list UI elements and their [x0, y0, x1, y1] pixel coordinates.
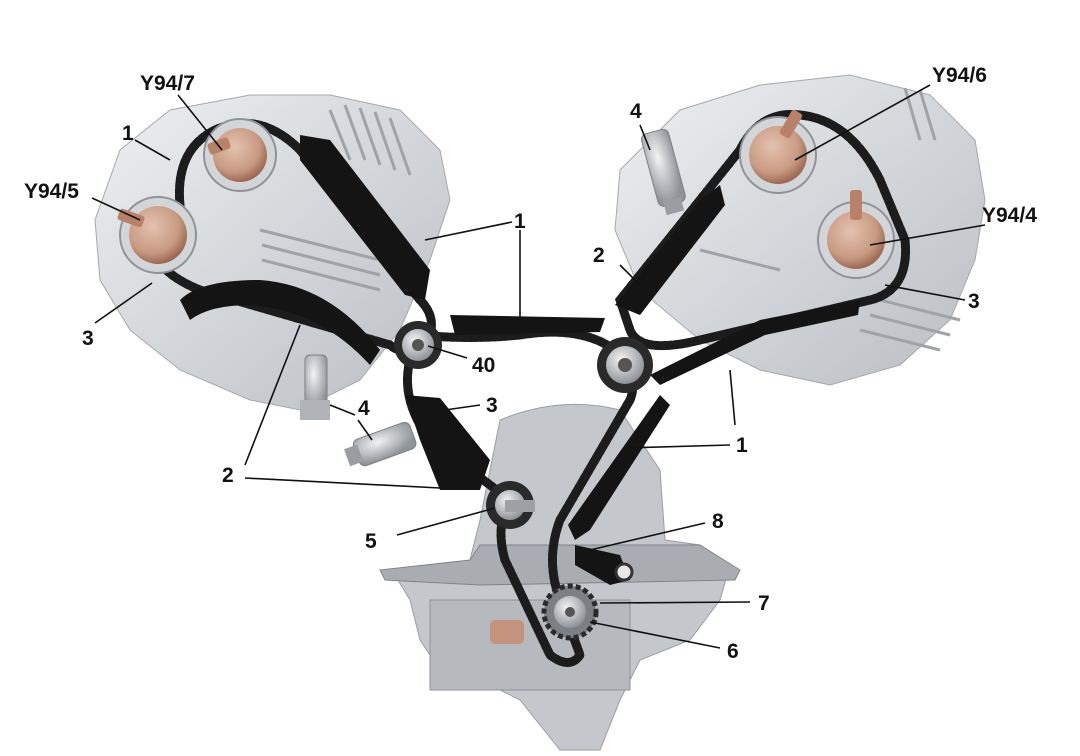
leader-lines — [91, 84, 986, 649]
label-4-top: 4 — [630, 100, 642, 123]
label-2-right: 2 — [593, 244, 605, 267]
label-8: 8 — [712, 510, 724, 533]
left-head-fins — [259, 104, 412, 292]
label-1-right: 1 — [736, 434, 748, 457]
label-3-right: 3 — [968, 290, 980, 313]
label-y94-5: Y94/5 — [24, 180, 79, 203]
guide-rail-left-upper — [300, 135, 430, 300]
crankshaft-sprocket — [486, 481, 535, 529]
idler-sprocket-left — [394, 321, 442, 369]
label-1-top-left: 1 — [122, 122, 134, 145]
guide-rail-right-lower — [650, 300, 860, 385]
tensioner-rail-right-upper — [615, 185, 725, 315]
tensioner-left-lower — [343, 421, 417, 467]
sprockets — [394, 321, 653, 641]
right-cylinder-head — [614, 74, 986, 386]
label-6: 6 — [727, 640, 739, 663]
oil-pan-flange — [379, 544, 741, 586]
adjuster-y94-4 — [817, 190, 895, 279]
label-y94-4: Y94/4 — [982, 204, 1037, 227]
label-1-center: 1 — [514, 210, 526, 233]
callout-labels: Y94/7 1 Y94/5 3 1 40 3 2 4 4 2 Y94/6 Y94… — [24, 64, 1037, 663]
label-7: 7 — [758, 592, 770, 615]
chain-tensioner-roller — [614, 562, 634, 582]
label-5: 5 — [365, 530, 377, 553]
chain-right-bank — [614, 109, 911, 351]
tensioner-right — [641, 128, 686, 216]
chain-left-bank — [145, 118, 436, 357]
engine-block — [94, 74, 986, 751]
chain-tensioners — [300, 128, 686, 467]
tensioner-rail-left — [180, 280, 380, 365]
label-2-left: 2 — [222, 464, 234, 487]
adjuster-y94-7 — [203, 118, 277, 192]
tensioner-rail-primary — [405, 395, 490, 490]
tensioner-left-upper — [300, 354, 330, 420]
guide-rail-primary — [568, 395, 670, 540]
adjuster-y94-6 — [739, 109, 817, 194]
camshaft-adjusters — [117, 109, 895, 279]
label-4-left: 4 — [358, 397, 370, 420]
oil-pump-sprocket — [541, 583, 599, 641]
idler-sprocket-right — [597, 337, 653, 393]
oil-fitting — [490, 620, 524, 644]
label-3-center: 3 — [486, 394, 498, 417]
label-3-left: 3 — [82, 327, 94, 350]
label-40: 40 — [472, 354, 495, 377]
guide-rail-center — [450, 315, 605, 335]
label-y94-7: Y94/7 — [140, 72, 195, 95]
label-y94-6: Y94/6 — [932, 64, 987, 87]
